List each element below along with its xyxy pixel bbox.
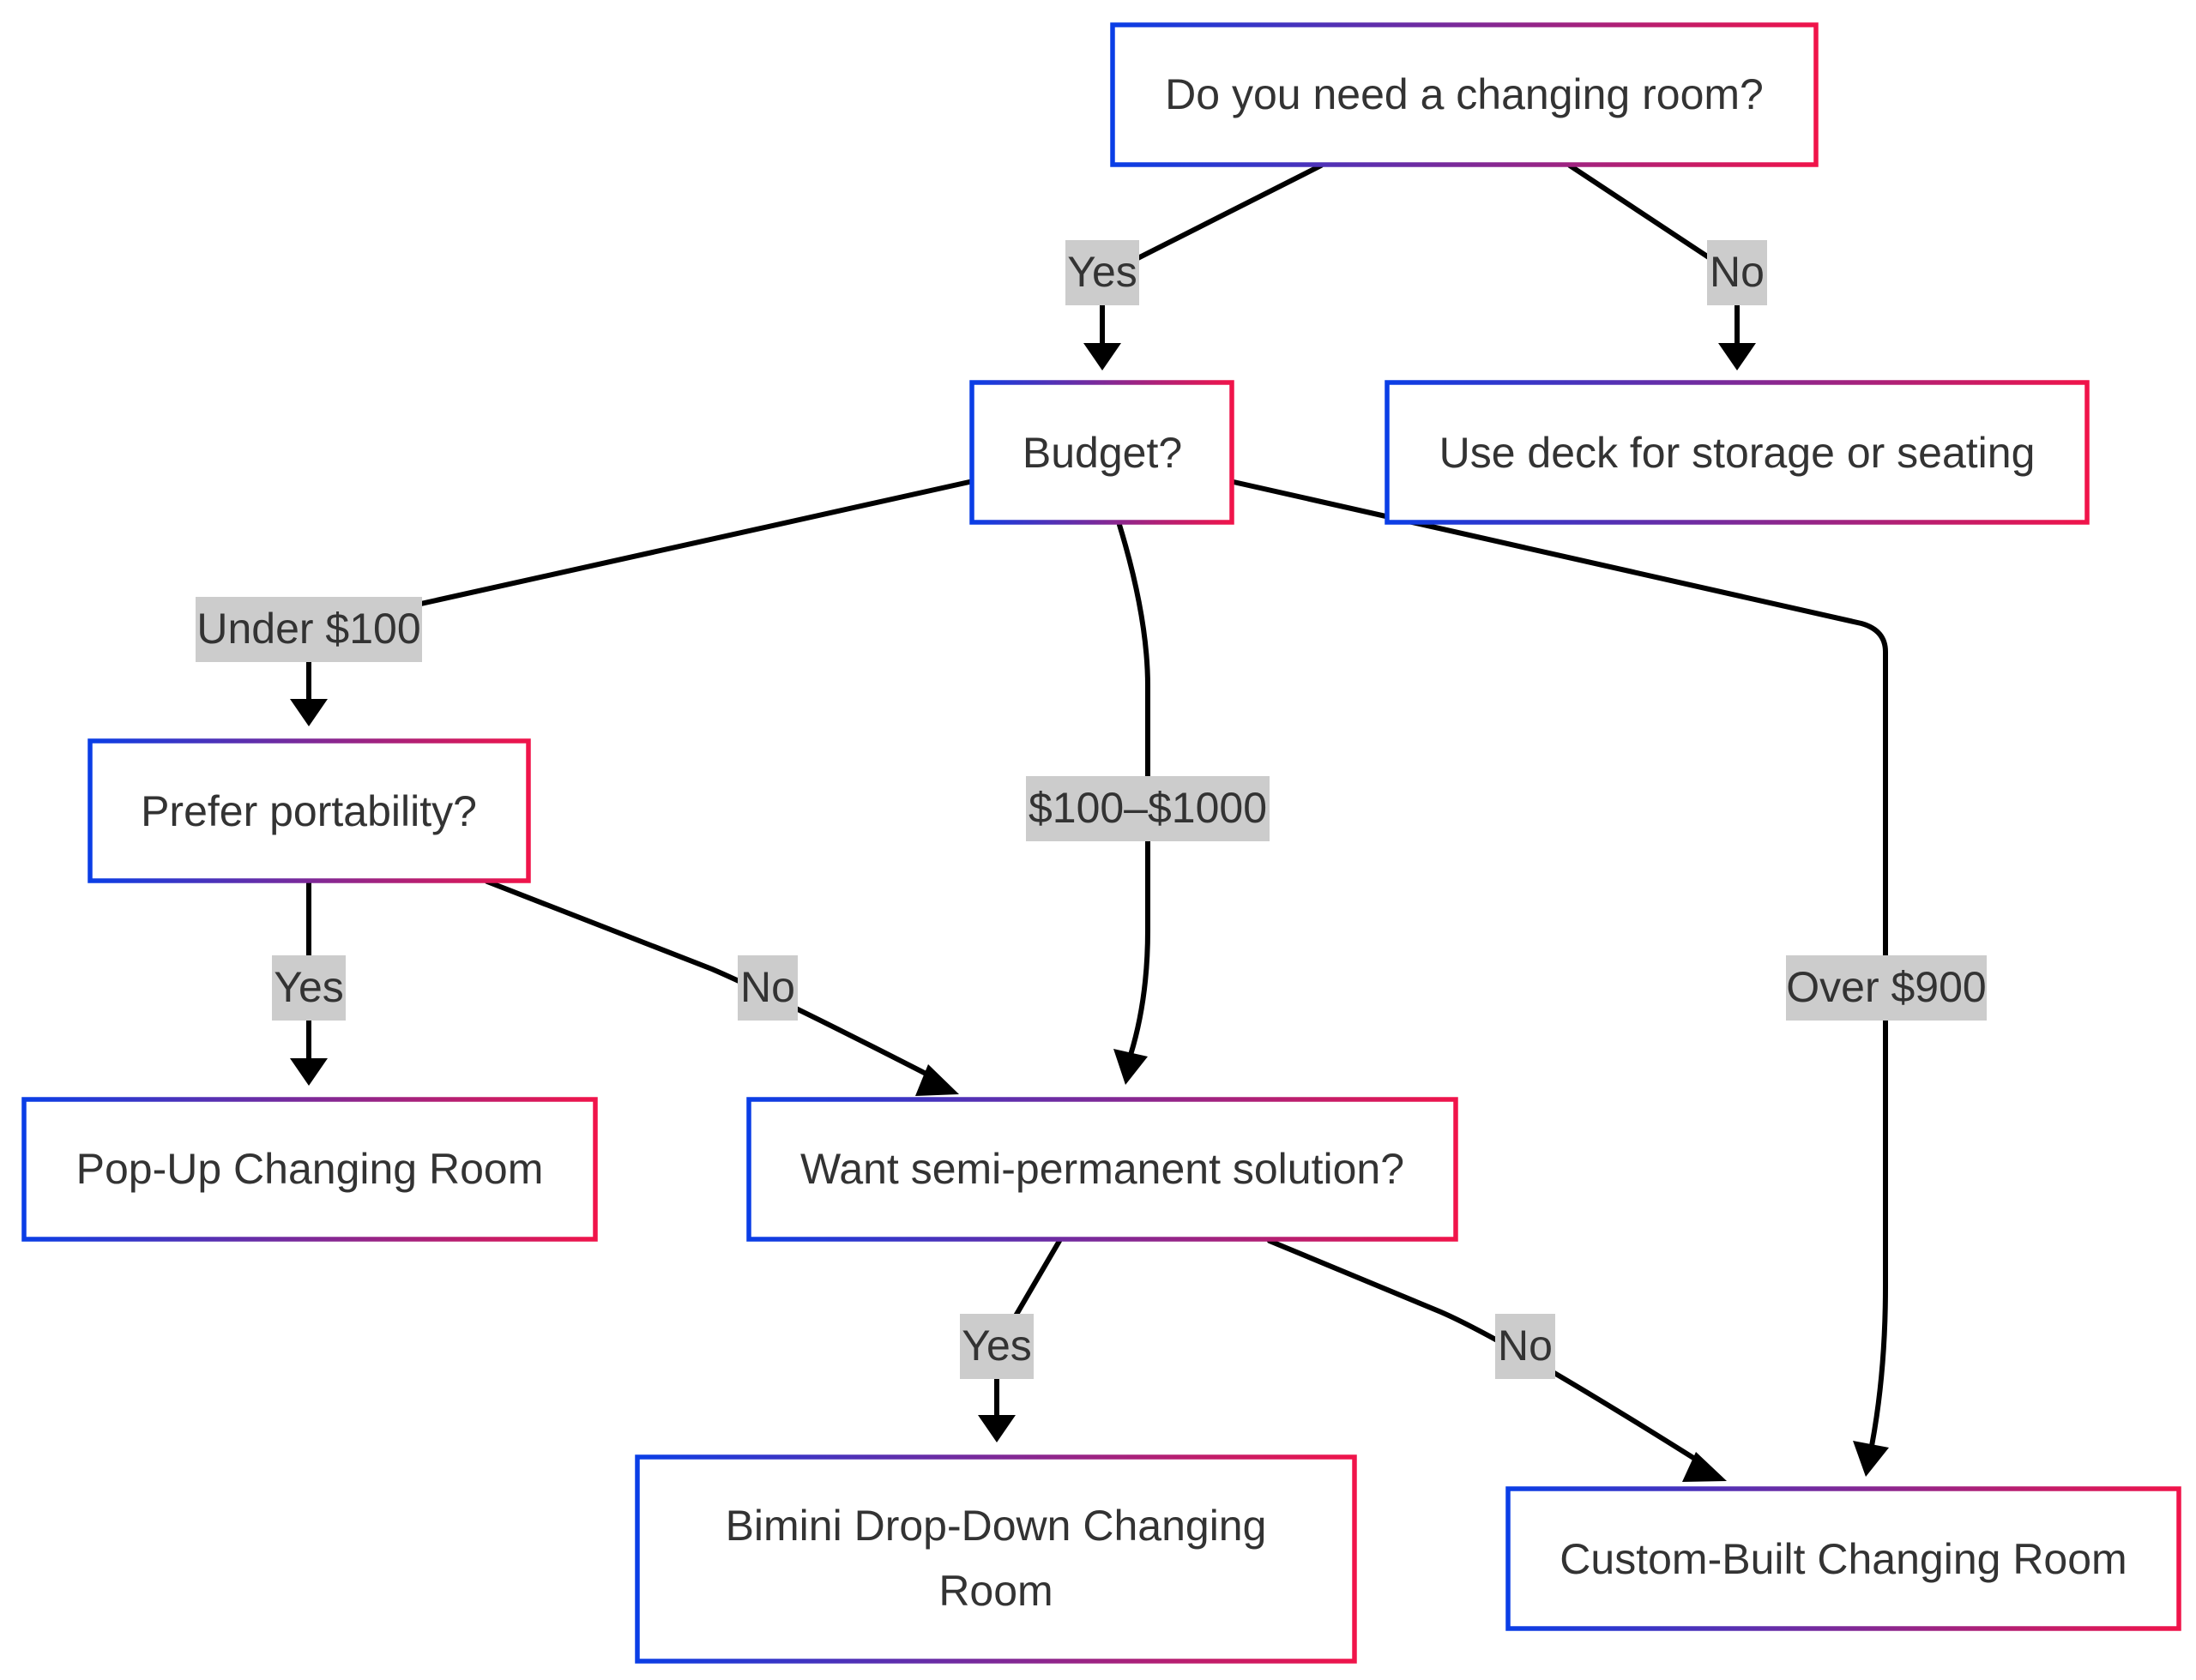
- arrowhead-port-no: [915, 1064, 959, 1096]
- edge-budget-over: [1231, 479, 1888, 1448]
- edge-label-start-no: No: [1707, 240, 1767, 305]
- node-budget[interactable]: Budget?: [969, 380, 1234, 525]
- nodes: Do you need a changing room? Budget? Use…: [21, 22, 2181, 1664]
- arrowhead-start-yes: [1083, 343, 1121, 370]
- arrowhead-budget-under: [290, 699, 328, 726]
- node-bimini-label-line2: Room: [938, 1567, 1053, 1615]
- node-portability-label: Prefer portability?: [141, 787, 477, 835]
- node-popup-label: Pop-Up Changing Room: [76, 1145, 544, 1193]
- node-custom[interactable]: Custom-Built Changing Room: [1505, 1486, 2181, 1631]
- node-custom-label: Custom-Built Changing Room: [1560, 1535, 2127, 1583]
- node-bimini-label-line1: Bimini Drop-Down Changing: [726, 1502, 1267, 1550]
- arrowhead-port-yes: [290, 1058, 328, 1086]
- edge-label-start-yes-text: Yes: [1067, 248, 1137, 296]
- edge-label-port-yes: Yes: [272, 955, 346, 1021]
- edge-label-port-yes-text: Yes: [274, 963, 344, 1011]
- edge-labels: Yes No Under $100 $100–$1000 Over $900 Y…: [196, 240, 1987, 1379]
- edge-budget-mid: [1117, 522, 1150, 1057]
- edge-semi-no: [1267, 1238, 1710, 1469]
- node-semi-label: Want semi-permanent solution?: [800, 1145, 1404, 1193]
- edge-port-no: [485, 879, 942, 1083]
- node-deck[interactable]: Use deck for storage or seating: [1385, 380, 2090, 525]
- node-start-label: Do you need a changing room?: [1165, 70, 1764, 118]
- edge-label-budget-under-text: Under $100: [196, 605, 420, 653]
- edge-label-semi-no: No: [1495, 1314, 1555, 1379]
- node-start[interactable]: Do you need a changing room?: [1110, 22, 1819, 167]
- node-semi[interactable]: Want semi-permanent solution?: [746, 1097, 1458, 1242]
- edge-label-budget-over: Over $900: [1786, 955, 1987, 1021]
- edge-label-port-no-text: No: [740, 963, 795, 1011]
- node-bimini[interactable]: Bimini Drop-Down Changing Room: [635, 1454, 1357, 1664]
- arrowhead-budget-over: [1853, 1441, 1889, 1477]
- edge-label-semi-no-text: No: [1498, 1322, 1553, 1370]
- arrowhead-budget-mid: [1113, 1049, 1148, 1085]
- arrowhead-semi-yes: [978, 1415, 1016, 1442]
- arrowhead-semi-no: [1682, 1452, 1727, 1482]
- node-deck-label: Use deck for storage or seating: [1439, 429, 2036, 477]
- edge-label-start-no-text: No: [1710, 248, 1765, 296]
- edge-label-semi-yes: Yes: [960, 1314, 1034, 1379]
- arrowhead-start-no: [1718, 343, 1756, 370]
- edge-label-budget-mid: $100–$1000: [1026, 776, 1270, 841]
- edge-label-budget-over-text: Over $900: [1786, 963, 1986, 1011]
- node-popup[interactable]: Pop-Up Changing Room: [21, 1097, 598, 1242]
- edge-label-port-no: No: [738, 955, 798, 1021]
- node-budget-label: Budget?: [1023, 429, 1182, 477]
- node-portability[interactable]: Prefer portability?: [87, 738, 531, 883]
- edge-label-budget-under: Under $100: [196, 597, 422, 662]
- edge-budget-under: [306, 479, 972, 702]
- edge-label-semi-yes-text: Yes: [962, 1322, 1032, 1370]
- edge-label-start-yes: Yes: [1065, 240, 1139, 305]
- edge-label-budget-mid-text: $100–$1000: [1029, 784, 1267, 832]
